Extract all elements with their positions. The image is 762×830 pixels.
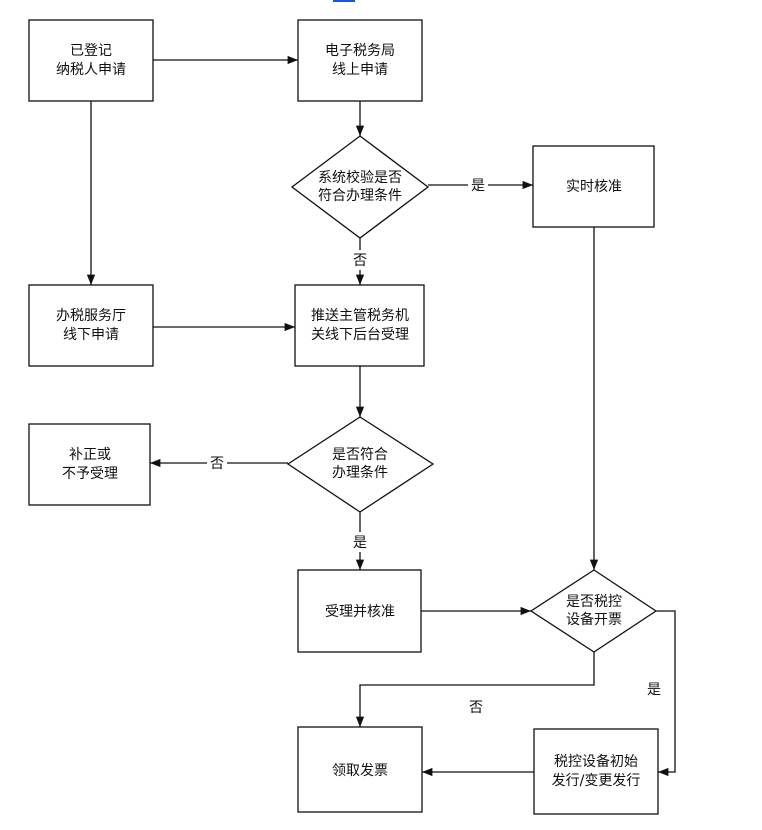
nodes: 已登记 纳税人申请 电子税务局 线上申请 系统校验是否 符合办理条件 实时核准 … xyxy=(28,19,659,815)
node-realtime-approval: 实时核准 xyxy=(532,145,655,228)
label-taxcontrol-yes: 是 xyxy=(647,682,661,698)
node-push-backend: 推送主管税务机 关线下后台受理 xyxy=(294,284,425,367)
edge-labels: 是 否 否 是 是 否 xyxy=(207,175,661,716)
node-receive-invoice: 领取发票 xyxy=(297,726,423,813)
node-device-issue-line1: 税控设备初始 xyxy=(554,753,638,770)
node-accept-approve-line1: 受理并核准 xyxy=(325,604,395,620)
node-registered-taxpayer-line1: 已登记 xyxy=(70,43,112,59)
node-correct-or-reject-line2: 不予受理 xyxy=(62,466,118,482)
node-e-tax-online-line2: 线上申请 xyxy=(332,62,388,78)
top-blue-mark xyxy=(333,0,355,2)
node-system-check-line2: 符合办理条件 xyxy=(318,187,402,204)
node-tax-control-invoice: 是否税控 设备开票 xyxy=(529,569,658,653)
node-registered-taxpayer: 已登记 纳税人申请 xyxy=(28,19,154,102)
node-e-tax-online: 电子税务局 线上申请 xyxy=(297,19,423,102)
node-registered-taxpayer-line2: 纳税人申请 xyxy=(56,62,126,78)
node-meets-conditions-line2: 办理条件 xyxy=(332,464,388,481)
node-meets-conditions: 是否符合 办理条件 xyxy=(286,416,435,513)
label-taxcontrol-no: 否 xyxy=(469,700,483,716)
node-tax-control-invoice-line2: 设备开票 xyxy=(566,611,622,628)
label-meets-no: 否 xyxy=(210,456,224,472)
node-correct-or-reject-line1: 补正或 xyxy=(69,447,111,463)
node-push-backend-line1: 推送主管税务机 xyxy=(311,308,409,324)
node-correct-or-reject: 补正或 不予受理 xyxy=(28,423,151,506)
label-check-yes: 是 xyxy=(471,178,485,194)
node-hall-offline-line1: 办税服务厅 xyxy=(56,308,126,324)
node-e-tax-online-line1: 电子税务局 xyxy=(325,43,395,59)
node-receive-invoice-line1: 领取发票 xyxy=(332,763,388,779)
node-push-backend-line2: 关线下后台受理 xyxy=(311,327,409,343)
node-tax-control-invoice-line1: 是否税控 xyxy=(566,594,622,610)
node-system-check: 系统校验是否 符合办理条件 xyxy=(290,135,430,239)
node-device-issue-line2: 发行/变更发行 xyxy=(552,773,641,789)
node-hall-offline-line2: 线下申请 xyxy=(63,327,119,343)
node-system-check-line1: 系统校验是否 xyxy=(318,169,402,186)
node-accept-approve: 受理并核准 xyxy=(297,569,422,653)
node-device-issue: 税控设备初始 发行/变更发行 xyxy=(533,728,659,815)
edges xyxy=(86,55,676,777)
label-meets-yes: 是 xyxy=(353,535,367,551)
edge-taxcontrol-to-receive xyxy=(355,652,595,727)
label-check-no: 否 xyxy=(353,253,367,269)
node-meets-conditions-line1: 是否符合 xyxy=(332,447,388,463)
node-realtime-approval-line1: 实时核准 xyxy=(566,179,622,195)
edge-taxcontrol-to-device xyxy=(656,610,676,777)
node-hall-offline: 办税服务厅 线下申请 xyxy=(28,284,154,367)
